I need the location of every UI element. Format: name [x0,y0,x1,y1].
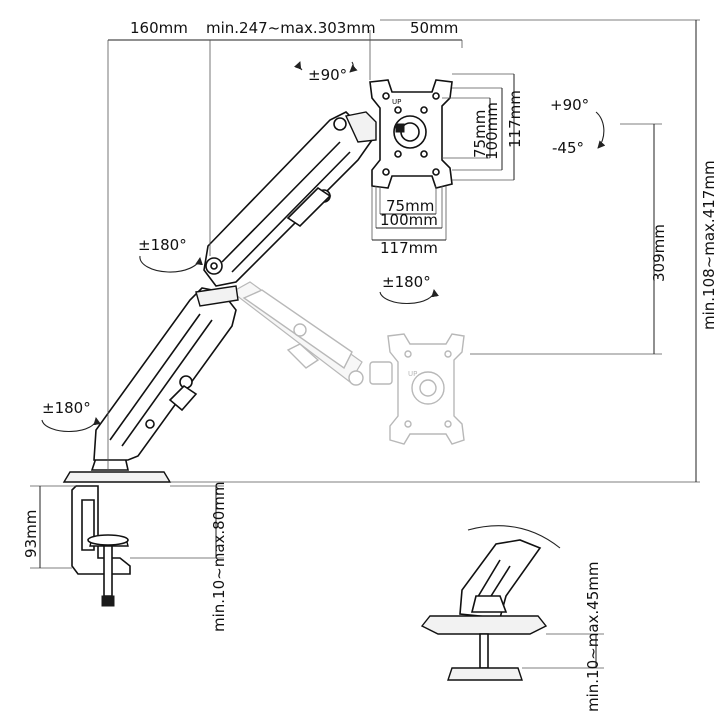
tilt-down-label: -45° [552,139,584,157]
clamp-thickness-label: min.10~max.80mm [210,482,228,632]
vesa-v-75-label: 75mm [471,110,489,158]
clamp-height-label: 93mm [22,510,40,558]
upper-arm [203,111,377,287]
vesa-plate: UP [369,79,453,189]
dimension-labels: 160mm min.247~max.303mm 50mm 75mm 100mm … [22,19,718,712]
upper-swivel-label: ±180° [138,236,187,254]
monitor-offset-label: 50mm [410,19,458,37]
ghost-up-mark: UP [408,370,417,378]
arm-extension-label: min.247~max.303mm [206,19,376,37]
rotation-labels: ±90° +90° -45° ±180° ±180° ±180° [42,66,589,417]
rotation-arcs [41,61,606,433]
monitor-rotate-label: ±90° [308,66,347,84]
plate-up-mark: UP [392,98,401,106]
vesa-h-117-label: 117mm [380,239,438,257]
lower-arm [93,285,239,461]
vesa-v-100-label: 100mm [483,102,501,160]
base-swivel-label: ±180° [42,399,91,417]
total-height-label: min.108~max.417mm [700,160,718,330]
lowered-arm-ghost [230,281,393,386]
vesa-h-100-label: 100mm [380,211,438,229]
lowered-vesa-plate-ghost: UP [387,333,465,445]
monitor-swivel-label: ±180° [382,273,431,291]
arm-offset-label: 160mm [130,19,188,37]
c-clamp [71,485,131,607]
grommet-thickness-label: min.10~max.45mm [584,562,602,712]
vesa-h-75-label: 75mm [386,197,434,215]
vesa-v-117-label: 117mm [506,90,524,148]
tilt-up-label: +90° [550,96,589,114]
height-travel-label: 309mm [650,224,668,282]
grommet-detail [420,525,561,681]
dimension-lines [30,19,700,669]
